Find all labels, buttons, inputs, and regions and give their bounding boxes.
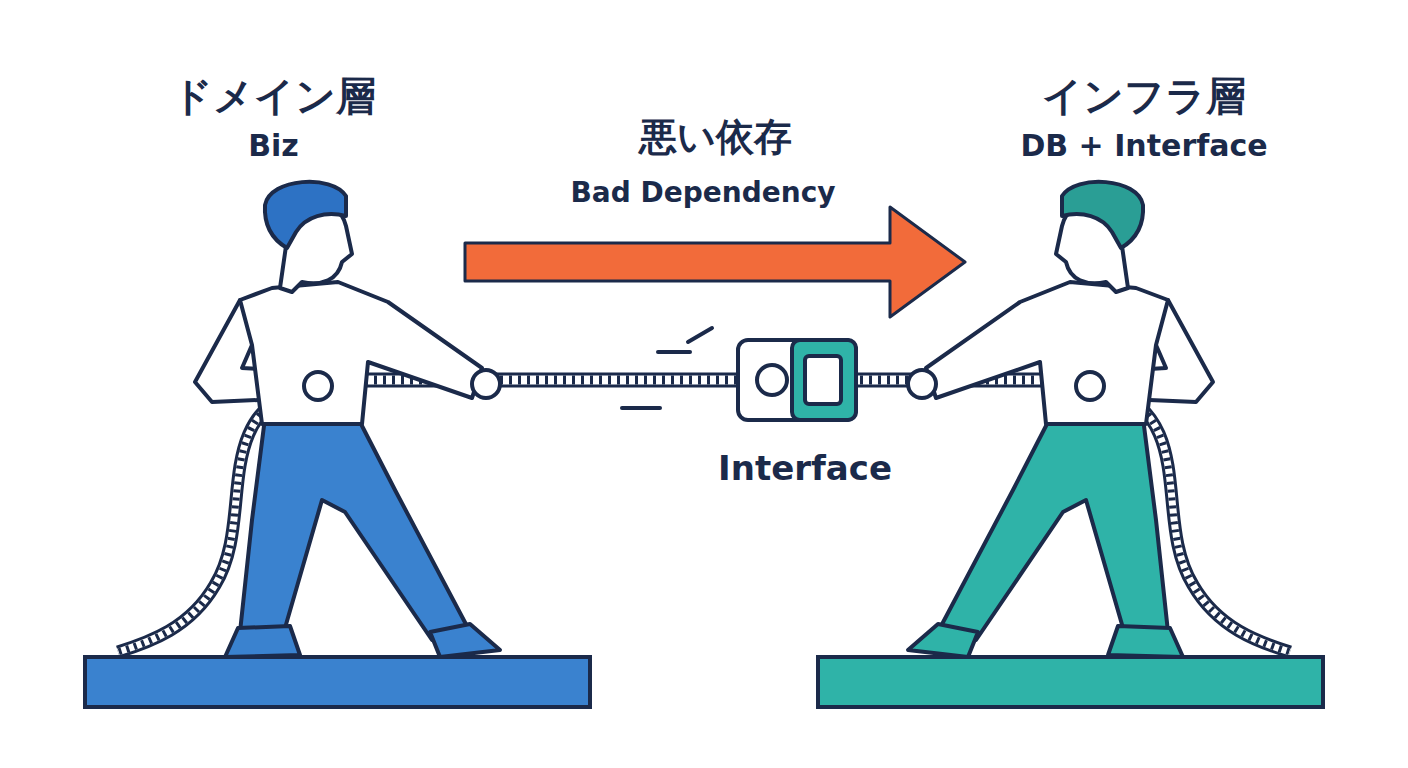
layer-group: ドメイン層 Biz (85, 72, 462, 702)
layer-subtitle: Biz (85, 126, 462, 165)
layer-subtitle: DB + Interface (968, 126, 1320, 165)
arrow-caption: Bad Dependency (570, 176, 835, 209)
motion-lines (622, 328, 712, 408)
interface-label: Interface (718, 448, 892, 488)
layer-heading: インフラ層 (968, 72, 1320, 120)
layer-heading: ドメイン層 (85, 72, 462, 120)
layer-group: インフラ層 DB + Interface (968, 72, 1320, 702)
edge-label: 悪い依存 (639, 112, 792, 163)
dependency-arrow (465, 207, 965, 317)
interface-device (738, 340, 856, 420)
